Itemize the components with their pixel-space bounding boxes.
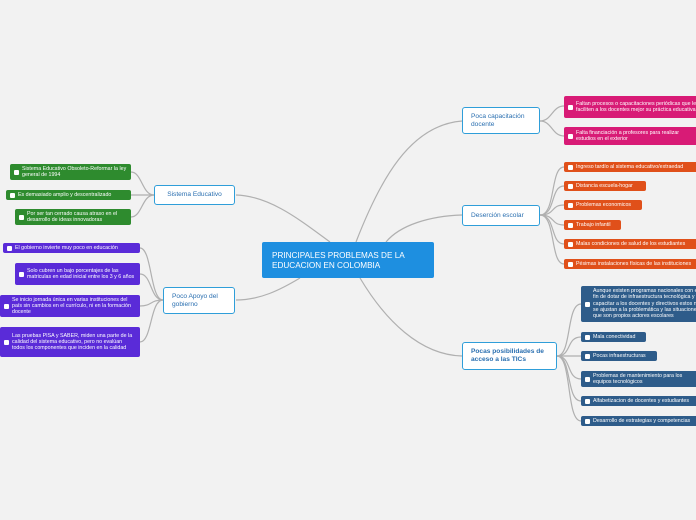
leaf-label: Sistema Educativo Obsoleto-Reformar la l…	[22, 165, 127, 178]
leaf-label: Trabajo infantil	[576, 221, 611, 228]
leaf-gobierno-1[interactable]: El gobierno invierte muy poco en educaci…	[3, 243, 140, 253]
connector-gobierno-4	[139, 299, 164, 343]
leaf-desercion-4[interactable]: Trabajo infantil	[564, 220, 621, 230]
connector-desercion-6	[539, 214, 565, 265]
bullet-icon	[585, 334, 590, 340]
leaf-sistema-1[interactable]: Sistema Educativo Obsoleto-Reformar la l…	[10, 164, 131, 180]
branch-sistema-label: Sistema Educativo	[167, 191, 222, 198]
leaf-label: Es demasiado amplio y descentralizado	[18, 191, 112, 198]
leaf-label: Distancia escuela-hogar	[576, 182, 633, 189]
leaf-capacitacion-1[interactable]: Faltan procesos o capacitaciones periódi…	[564, 96, 696, 118]
leaf-label: Faltan procesos o capacitaciones periódi…	[576, 100, 696, 113]
bullet-icon	[585, 376, 590, 382]
bullet-icon	[7, 245, 12, 251]
branch-desercion-label: Deserción escolar	[471, 211, 524, 219]
bullet-icon	[10, 192, 15, 198]
branch-capacitacion[interactable]: Poca capacitación docente	[462, 107, 540, 134]
leaf-label: Problemas economicos	[576, 201, 632, 208]
connector-gobierno-1	[139, 247, 164, 301]
leaf-desercion-3[interactable]: Problemas economicos	[564, 200, 642, 210]
bullet-icon	[14, 169, 19, 175]
bullet-icon	[585, 418, 590, 424]
bullet-icon	[585, 301, 590, 307]
leaf-label: Pésimas instalaciones físicas de las ins…	[576, 260, 692, 267]
leaf-label: Se inicio jornada única en varias instit…	[12, 296, 131, 316]
leaf-sistema-3[interactable]: Por ser tan cerrado causa atraso en el d…	[15, 209, 131, 225]
connector-tics-6	[556, 355, 582, 422]
leaf-gobierno-4[interactable]: Las pruebas PISA y SABER, miden una part…	[0, 327, 140, 357]
leaf-gobierno-2[interactable]: Solo cubren un bajo porcentajes de las m…	[15, 263, 140, 285]
connector-desercion-2	[539, 185, 565, 216]
leaf-label: Problemas de mantenimiento para los equi…	[593, 372, 683, 385]
bullet-icon	[568, 202, 573, 208]
leaf-label: Pocas infraestructuras	[593, 352, 646, 359]
leaf-label: Malas condiciones de salud de los estudi…	[576, 240, 686, 247]
bullet-icon	[585, 398, 590, 404]
central-topic-label: PRINCIPALES PROBLEMAS DE LA EDUCACION EN…	[272, 251, 405, 270]
leaf-label: Mala conectividad	[593, 333, 636, 340]
connector-central-gobierno	[235, 277, 301, 301]
bullet-icon	[568, 241, 573, 247]
bullet-icon	[19, 214, 24, 220]
connector-central-capacitacion	[355, 120, 463, 243]
connector-tics-2	[556, 336, 582, 357]
branch-gobierno[interactable]: Poco Apoyo del gobierno	[163, 287, 235, 314]
bullet-icon	[4, 339, 9, 345]
connector-tics-1	[556, 303, 582, 357]
leaf-label: Ingreso tardío al sistema educativo/extr…	[576, 163, 684, 170]
leaf-label: Aunque existen programas nacionales con …	[593, 288, 696, 320]
leaf-label: Las pruebas PISA y SABER, miden una part…	[12, 332, 133, 352]
branch-capacitacion-label: Poca capacitación docente	[471, 112, 525, 128]
connector-capacitacion-2	[539, 120, 565, 137]
bullet-icon	[568, 261, 573, 267]
leaf-desercion-1[interactable]: Ingreso tardío al sistema educativo/extr…	[564, 162, 696, 172]
leaf-label: Por ser tan cerrado causa atraso en el d…	[27, 210, 118, 223]
leaf-label: Desarrollo de estrategias y competencias	[593, 417, 691, 424]
leaf-label: El gobierno invierte muy poco en educaci…	[15, 244, 118, 251]
bullet-icon	[568, 222, 573, 228]
leaf-label: Alfabetizacion de docentes y estudiantes	[593, 397, 689, 404]
bullet-icon	[568, 133, 573, 139]
connector-sistema-1	[130, 171, 155, 196]
leaf-tics-5[interactable]: Alfabetizacion de docentes y estudiantes	[581, 396, 696, 406]
leaf-capacitacion-2[interactable]: Falta financiación a profesores para rea…	[564, 127, 696, 145]
connector-gobierno-2	[139, 273, 164, 301]
bullet-icon	[568, 164, 573, 170]
leaf-label: Falta financiación a profesores para rea…	[576, 129, 680, 142]
bullet-icon	[585, 353, 590, 359]
leaf-tics-3[interactable]: Pocas infraestructuras	[581, 351, 657, 361]
connector-central-tics	[359, 277, 463, 357]
leaf-tics-6[interactable]: Desarrollo de estrategias y competencias	[581, 416, 696, 426]
leaf-sistema-2[interactable]: Es demasiado amplio y descentralizado	[6, 190, 131, 200]
branch-gobierno-label: Poco Apoyo del gobierno	[172, 292, 218, 308]
leaf-tics-4[interactable]: Problemas de mantenimiento para los equi…	[581, 371, 696, 387]
leaf-tics-2[interactable]: Mala conectividad	[581, 332, 646, 342]
leaf-desercion-2[interactable]: Distancia escuela-hogar	[564, 181, 646, 191]
central-topic[interactable]: PRINCIPALES PROBLEMAS DE LA EDUCACION EN…	[262, 242, 434, 278]
bullet-icon	[568, 183, 573, 189]
leaf-tics-1[interactable]: Aunque existen programas nacionales con …	[581, 286, 696, 322]
connector-sistema-3	[130, 194, 155, 218]
bullet-icon	[4, 303, 9, 309]
branch-sistema[interactable]: Sistema Educativo	[154, 185, 235, 205]
bullet-icon	[19, 271, 24, 277]
bullet-icon	[568, 104, 573, 110]
branch-tics[interactable]: Pocas posibilidades de acceso a las TICs	[462, 342, 557, 370]
leaf-gobierno-3[interactable]: Se inicio jornada única en varias instit…	[0, 295, 140, 317]
connector-central-desercion	[385, 214, 463, 243]
branch-desercion[interactable]: Deserción escolar	[462, 205, 540, 226]
connector-desercion-1	[539, 166, 565, 216]
branch-tics-label: Pocas posibilidades de acceso a las TICs	[471, 348, 544, 363]
connector-central-sistema	[235, 194, 331, 243]
leaf-label: Solo cubren un bajo porcentajes de las m…	[27, 267, 135, 280]
leaf-desercion-5[interactable]: Malas condiciones de salud de los estudi…	[564, 239, 696, 249]
connector-capacitacion-1	[539, 105, 565, 122]
leaf-desercion-6[interactable]: Pésimas instalaciones físicas de las ins…	[564, 259, 696, 269]
